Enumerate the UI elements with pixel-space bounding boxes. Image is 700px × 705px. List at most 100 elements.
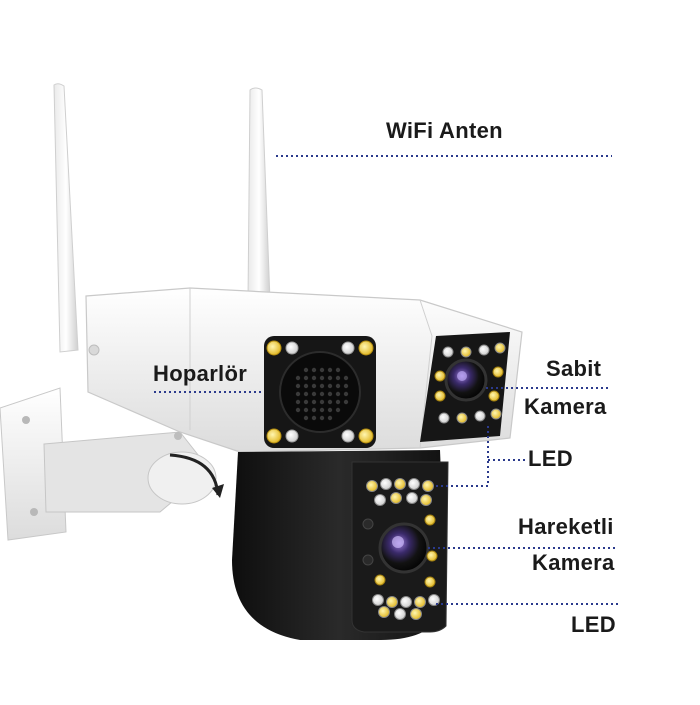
led-warm-icon (460, 346, 472, 358)
led-warm-icon (434, 370, 446, 382)
label-speaker: Hoparlör (153, 361, 248, 386)
speaker-hole (311, 367, 317, 373)
led-warm-icon (420, 494, 432, 506)
led-white-icon (394, 608, 406, 620)
speaker-hole (327, 383, 333, 389)
speaker-hole (327, 375, 333, 381)
led-white-icon (372, 594, 384, 606)
led-white-icon (400, 596, 412, 608)
speaker-hole (303, 399, 309, 405)
speaker-hole (335, 375, 341, 381)
speaker-hole (335, 391, 341, 397)
speaker-hole (319, 415, 325, 421)
led-white-icon (380, 478, 392, 490)
led-white-icon (406, 492, 418, 504)
led-warm-icon (424, 576, 436, 588)
speaker-hole (319, 391, 325, 397)
led-warm-icon (424, 514, 436, 526)
speaker-hole (295, 383, 301, 389)
speaker-hole (319, 383, 325, 389)
label-wifi-antenna: WiFi Anten (386, 118, 503, 143)
speaker-hole (343, 399, 349, 405)
speaker-panel (264, 336, 376, 448)
led-warm-icon (410, 608, 422, 620)
led-warm-icon (266, 428, 282, 444)
led-warm-icon (366, 480, 378, 492)
leader-line (434, 426, 489, 487)
led-white-icon (478, 344, 490, 356)
speaker-hole (303, 367, 309, 373)
wall-bracket (0, 387, 224, 541)
speaker-hole (311, 399, 317, 405)
led-warm-icon (414, 596, 426, 608)
led-warm-icon (378, 606, 390, 618)
label-moving-camera-line2: Kamera (532, 550, 615, 575)
speaker-hole (311, 383, 317, 389)
led-white-icon (474, 410, 486, 422)
speaker-hole (327, 399, 333, 405)
speaker-hole (319, 399, 325, 405)
led-warm-icon (488, 390, 500, 402)
leader-lines (154, 155, 618, 605)
speaker-hole (327, 407, 333, 413)
label-led-lower: LED (571, 612, 616, 637)
speaker-hole (335, 383, 341, 389)
speaker-hole (303, 415, 309, 421)
label-moving-camera-line1: Hareketli (518, 514, 614, 539)
led-warm-icon (266, 340, 282, 356)
speaker-hole (311, 391, 317, 397)
antenna-left (53, 83, 79, 353)
led-warm-icon (386, 596, 398, 608)
led-white-icon (341, 341, 355, 355)
led-warm-icon (490, 408, 502, 420)
speaker-hole (335, 399, 341, 405)
speaker-hole (319, 367, 325, 373)
led-white-icon (408, 478, 420, 490)
speaker-hole (303, 407, 309, 413)
speaker-leds (266, 340, 374, 444)
speaker-hole (327, 367, 333, 373)
speaker-hole (311, 375, 317, 381)
label-fixed-camera-line1: Sabit (546, 356, 602, 381)
speaker-hole (343, 383, 349, 389)
speaker-hole (327, 415, 333, 421)
led-white-icon (374, 494, 386, 506)
led-warm-icon (494, 342, 506, 354)
led-warm-icon (422, 480, 434, 492)
speaker-hole (295, 407, 301, 413)
speaker-hole (327, 391, 333, 397)
led-warm-icon (492, 366, 504, 378)
led-white-icon (428, 594, 440, 606)
led-white-icon (285, 429, 299, 443)
led-white-icon (285, 341, 299, 355)
led-warm-icon (390, 492, 402, 504)
speaker-hole (343, 375, 349, 381)
speaker-hole (303, 383, 309, 389)
speaker-hole (335, 367, 341, 373)
label-fixed-camera-line2: Kamera (524, 394, 607, 419)
speaker-hole (303, 375, 309, 381)
antenna-right (247, 87, 271, 301)
speaker-hole (295, 375, 301, 381)
speaker-hole (343, 391, 349, 397)
led-warm-icon (358, 340, 374, 356)
moving-camera-leds (366, 478, 440, 620)
fixed-camera-leds (434, 342, 506, 424)
speaker-hole (311, 415, 317, 421)
led-white-icon (442, 346, 454, 358)
speaker-hole (335, 407, 341, 413)
speaker-hole (295, 391, 301, 397)
led-warm-icon (456, 412, 468, 424)
led-warm-icon (426, 550, 438, 562)
label-led-upper: LED (528, 446, 573, 471)
led-white-icon (438, 412, 450, 424)
speaker-hole (319, 375, 325, 381)
speaker-hole (311, 407, 317, 413)
led-warm-icon (374, 574, 386, 586)
led-warm-icon (358, 428, 374, 444)
speaker-hole (319, 407, 325, 413)
led-warm-icon (394, 478, 406, 490)
speaker-hole (303, 391, 309, 397)
